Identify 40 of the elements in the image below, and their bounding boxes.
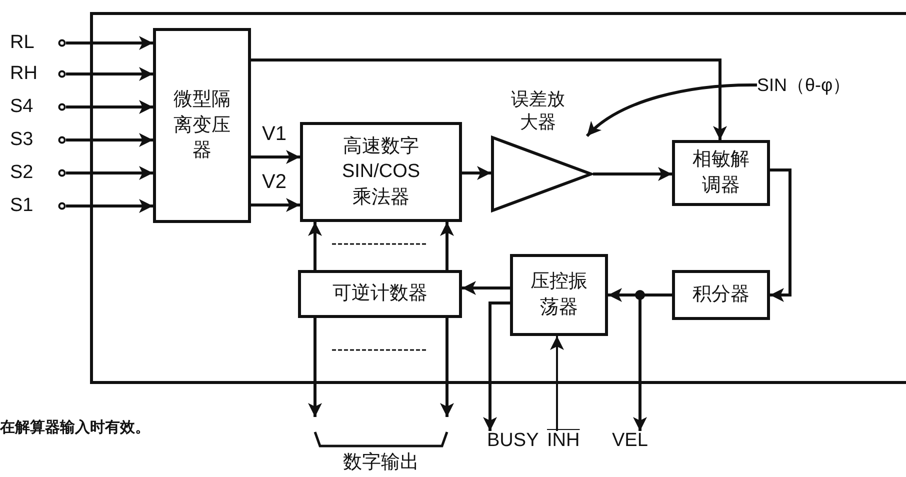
arrow (440, 222, 454, 270)
arrow (550, 336, 564, 431)
block-box: 积分器 (672, 270, 770, 320)
arrow (440, 318, 454, 417)
pin-label: S1 (10, 196, 34, 215)
pin-label: RL (10, 33, 34, 52)
arrow (251, 198, 300, 212)
arrow (462, 166, 491, 180)
block-box: 压控振荡器 (510, 254, 608, 336)
chip-outline (90, 12, 906, 384)
arrow (462, 281, 510, 295)
arrow (593, 167, 672, 181)
arrow (66, 100, 153, 114)
arrow (66, 199, 153, 213)
pin-label: VEL (612, 431, 648, 450)
arrow (66, 133, 153, 147)
block-box: 高速数字 SIN/COS 乘法器 (300, 122, 462, 222)
pin-label: BUSY (487, 431, 539, 450)
block-box: 相敏解调器 (672, 140, 770, 206)
arrow (770, 168, 792, 302)
note-text: 在解算器输入时有效。 (0, 420, 150, 435)
arrow (586, 84, 757, 138)
signal-label: SIN（θ-φ） (757, 76, 851, 94)
arrow (66, 166, 153, 180)
pin-label: S2 (10, 163, 34, 182)
pin-label: INH (547, 431, 580, 450)
output-label: 数字输出 (342, 453, 420, 472)
arrow (483, 302, 510, 431)
pin-label: RH (10, 64, 38, 83)
arrow (66, 36, 153, 50)
arrow (251, 150, 300, 164)
block-box: 微型隔离变压器 (153, 28, 251, 223)
pin-label: S3 (10, 130, 34, 149)
block-box: 可逆计数器 (298, 270, 462, 318)
arrow (308, 318, 322, 417)
pin-label: S4 (10, 97, 34, 116)
arrow (66, 67, 153, 81)
arrow (251, 58, 727, 140)
amplifier-label: 误差放大器 (510, 88, 566, 134)
arrow (308, 222, 322, 270)
